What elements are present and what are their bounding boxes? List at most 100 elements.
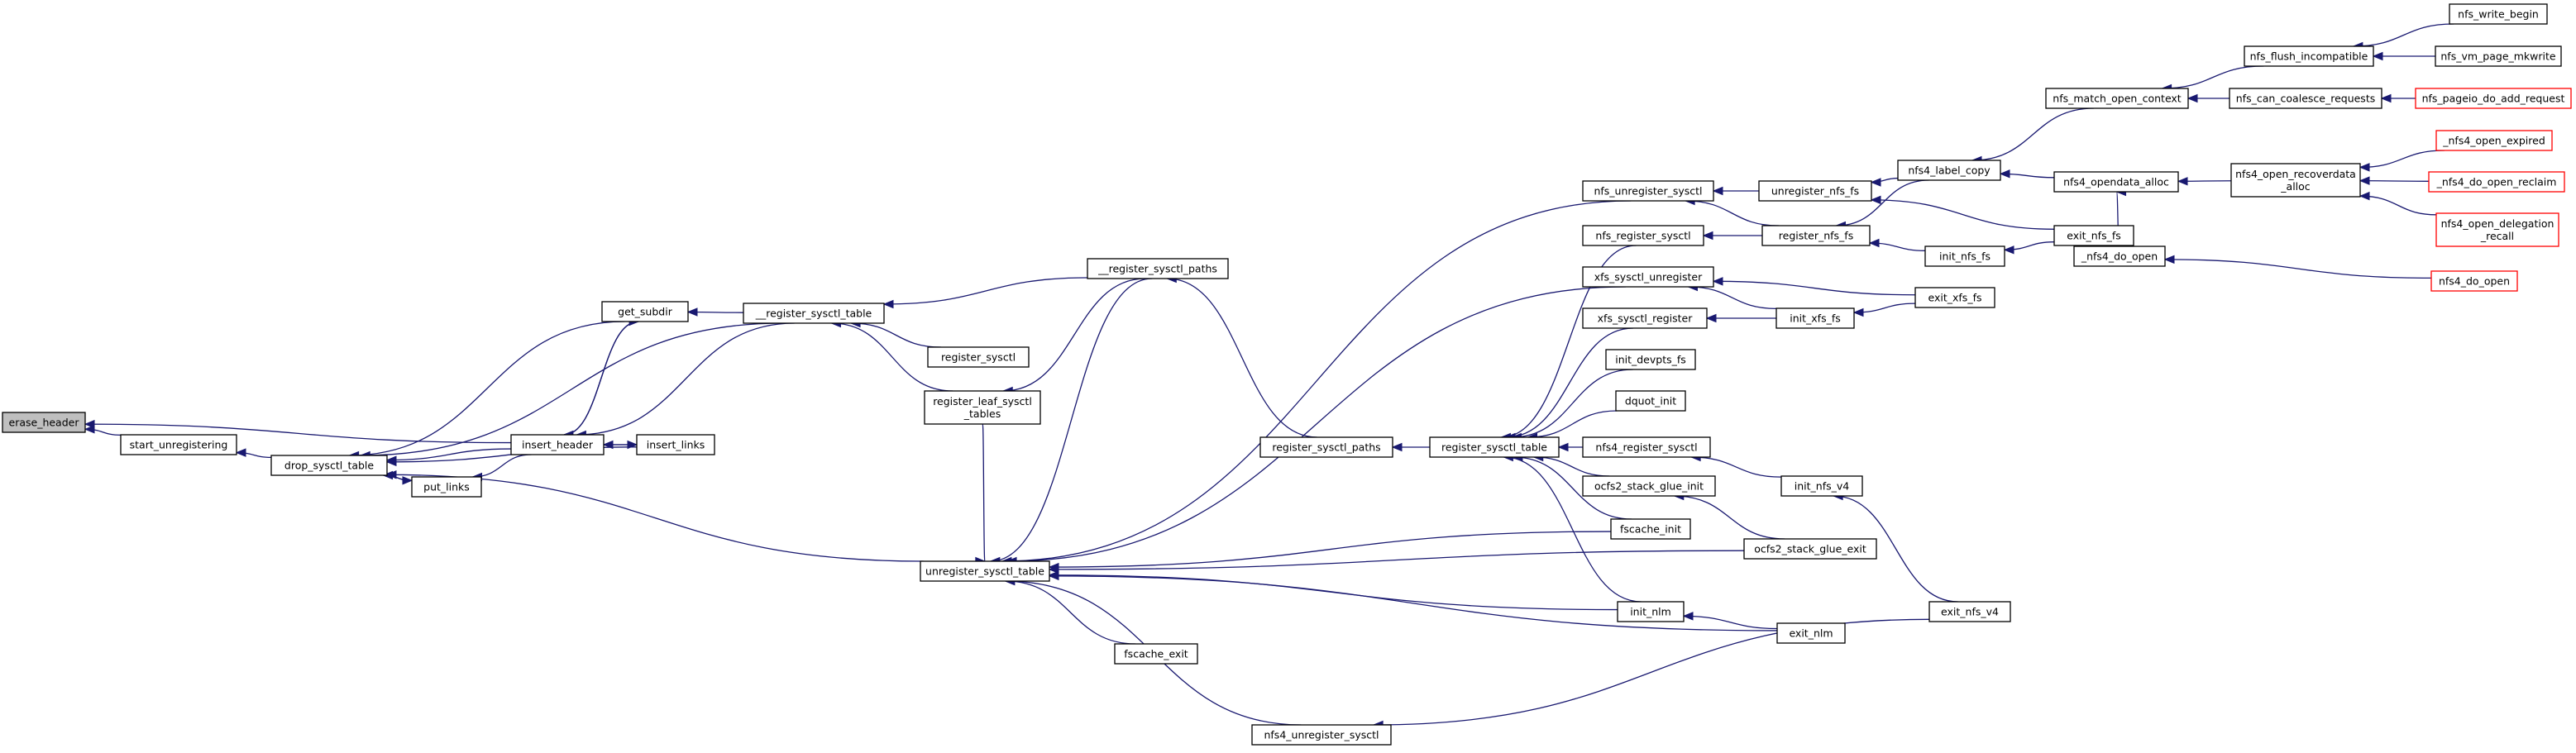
node-box[interactable] [1897, 160, 2001, 181]
node-box[interactable] [1582, 436, 1711, 458]
node-__register_sysctl_paths[interactable]: __register_sysctl_paths [1087, 258, 1229, 279]
node-box[interactable] [2053, 225, 2134, 246]
node-box[interactable] [1605, 349, 1696, 370]
node-box[interactable] [924, 390, 1041, 425]
node-box[interactable] [1582, 266, 1714, 288]
node-init_devpts_fs[interactable]: init_devpts_fs [1605, 349, 1696, 370]
node-box[interactable] [743, 303, 885, 324]
node-nfs4_do_open[interactable]: nfs4_do_open [2430, 270, 2518, 292]
node-insert_header[interactable]: insert_header [510, 434, 605, 455]
node-box[interactable] [120, 434, 237, 455]
node-box[interactable] [2415, 88, 2572, 109]
node-box[interactable] [927, 346, 1030, 368]
node-box[interactable] [2229, 88, 2382, 109]
node-box[interactable] [1251, 724, 1392, 746]
node-nfs_register_sysctl[interactable]: nfs_register_sysctl [1582, 225, 1704, 246]
node-register_leaf_sysctl_tables[interactable]: register_leaf_sysctl_tables [924, 390, 1041, 425]
node-register_sysctl_table[interactable]: register_sysctl_table [1429, 436, 1560, 458]
node-box[interactable] [920, 560, 1050, 582]
node-unregister_nfs_fs[interactable]: unregister_nfs_fs [1758, 180, 1872, 202]
node-insert_links[interactable]: insert_links [636, 434, 715, 455]
node-box[interactable] [1429, 436, 1560, 458]
node-dquot_init[interactable]: dquot_init [1615, 390, 1686, 412]
node-ocfs2_stack_glue_init[interactable]: ocfs2_stack_glue_init [1582, 475, 1716, 497]
node-box[interactable] [2073, 245, 2166, 267]
node-exit_nfs_v4[interactable]: exit_nfs_v4 [1928, 601, 2011, 622]
node-exit_nlm[interactable]: exit_nlm [1776, 622, 1846, 644]
node-nfs4_open_delegation_recall[interactable]: nfs4_open_delegation_recall [2435, 212, 2559, 247]
node-box[interactable] [1582, 307, 1708, 329]
node-register_sysctl_paths[interactable]: register_sysctl_paths [1259, 436, 1393, 458]
node-box[interactable] [1924, 245, 2005, 267]
node-nfs_match_open_context[interactable]: nfs_match_open_context [2045, 88, 2189, 109]
node-box[interactable] [2430, 270, 2518, 292]
node-register_sysctl[interactable]: register_sysctl [927, 346, 1030, 368]
node-nfs4_unregister_sysctl[interactable]: nfs4_unregister_sysctl [1251, 724, 1392, 746]
node-_nfs4_do_open_reclaim[interactable]: _nfs4_do_open_reclaim [2428, 171, 2565, 193]
node-nfs4_open_recoverdata_alloc[interactable]: nfs4_open_recoverdata_alloc [2230, 163, 2361, 198]
node-init_nfs_fs[interactable]: init_nfs_fs [1924, 245, 2005, 267]
node-box[interactable] [601, 301, 689, 322]
node-box[interactable] [1615, 390, 1686, 412]
node-box[interactable] [2435, 130, 2553, 151]
node-box[interactable] [2045, 88, 2189, 109]
node-_nfs4_do_open[interactable]: _nfs4_do_open [2073, 245, 2166, 267]
node-box[interactable] [1758, 180, 1872, 202]
node-fscache_exit[interactable]: fscache_exit [1114, 643, 1198, 665]
node-nfs_unregister_sysctl[interactable]: nfs_unregister_sysctl [1582, 180, 1714, 202]
node-register_nfs_fs[interactable]: register_nfs_fs [1761, 225, 1871, 246]
node-xfs_sysctl_unregister[interactable]: xfs_sysctl_unregister [1582, 266, 1714, 288]
node-fscache_init[interactable]: fscache_init [1610, 518, 1691, 540]
node-nfs4_opendata_alloc[interactable]: nfs4_opendata_alloc [2053, 171, 2179, 193]
node-drop_sysctl_table[interactable]: drop_sysctl_table [270, 455, 388, 476]
node-unregister_sysctl_table[interactable]: unregister_sysctl_table [920, 560, 1050, 582]
node-nfs4_label_copy[interactable]: nfs4_label_copy [1897, 160, 2001, 181]
node-box[interactable] [1776, 622, 1846, 644]
node-nfs_flush_incompatible[interactable]: nfs_flush_incompatible [2244, 45, 2374, 67]
node-box[interactable] [1259, 436, 1393, 458]
node-exit_xfs_fs[interactable]: exit_xfs_fs [1914, 287, 1995, 308]
node-box[interactable] [270, 455, 388, 476]
node-box[interactable] [1114, 643, 1198, 665]
node-box[interactable] [1780, 475, 1863, 497]
node-exit_nfs_fs[interactable]: exit_nfs_fs [2053, 225, 2134, 246]
node-box[interactable] [1775, 307, 1855, 329]
node-box[interactable] [2435, 212, 2559, 247]
node-box[interactable] [1087, 258, 1229, 279]
node-nfs4_register_sysctl[interactable]: nfs4_register_sysctl [1582, 436, 1711, 458]
node-box[interactable] [1914, 287, 1995, 308]
node-xfs_sysctl_register[interactable]: xfs_sysctl_register [1582, 307, 1708, 329]
node-box[interactable] [2, 412, 86, 433]
node-nfs_can_coalesce_requests[interactable]: nfs_can_coalesce_requests [2229, 88, 2382, 109]
node-init_nlm[interactable]: init_nlm [1617, 601, 1685, 622]
node-box[interactable] [1582, 475, 1716, 497]
node-box[interactable] [2428, 171, 2565, 193]
node-box[interactable] [411, 476, 482, 498]
node-box[interactable] [2244, 45, 2374, 67]
node-_nfs4_open_expired[interactable]: _nfs4_open_expired [2435, 130, 2553, 151]
node-erase_header[interactable]: erase_header [2, 412, 86, 433]
node-nfs_pageio_do_add_request[interactable]: nfs_pageio_do_add_request [2415, 88, 2572, 109]
node-nfs_vm_page_mkwrite[interactable]: nfs_vm_page_mkwrite [2435, 45, 2562, 67]
node-ocfs2_stack_glue_exit[interactable]: ocfs2_stack_glue_exit [1743, 538, 1877, 560]
node-box[interactable] [636, 434, 715, 455]
node-nfs_write_begin[interactable]: nfs_write_begin [2449, 3, 2548, 25]
node-box[interactable] [510, 434, 605, 455]
node-box[interactable] [1761, 225, 1871, 246]
node-box[interactable] [1743, 538, 1877, 560]
node-box[interactable] [1582, 225, 1704, 246]
node-box[interactable] [2435, 45, 2562, 67]
node-box[interactable] [2230, 163, 2361, 198]
node-box[interactable] [2053, 171, 2179, 193]
node-box[interactable] [1610, 518, 1691, 540]
node-__register_sysctl_table[interactable]: __register_sysctl_table [743, 303, 885, 324]
node-get_subdir[interactable]: get_subdir [601, 301, 689, 322]
node-box[interactable] [1617, 601, 1685, 622]
node-init_xfs_fs[interactable]: init_xfs_fs [1775, 307, 1855, 329]
node-box[interactable] [1928, 601, 2011, 622]
node-start_unregistering[interactable]: start_unregistering [120, 434, 237, 455]
node-box[interactable] [2449, 3, 2548, 25]
node-box[interactable] [1582, 180, 1714, 202]
node-put_links[interactable]: put_links [411, 476, 482, 498]
node-init_nfs_v4[interactable]: init_nfs_v4 [1780, 475, 1863, 497]
